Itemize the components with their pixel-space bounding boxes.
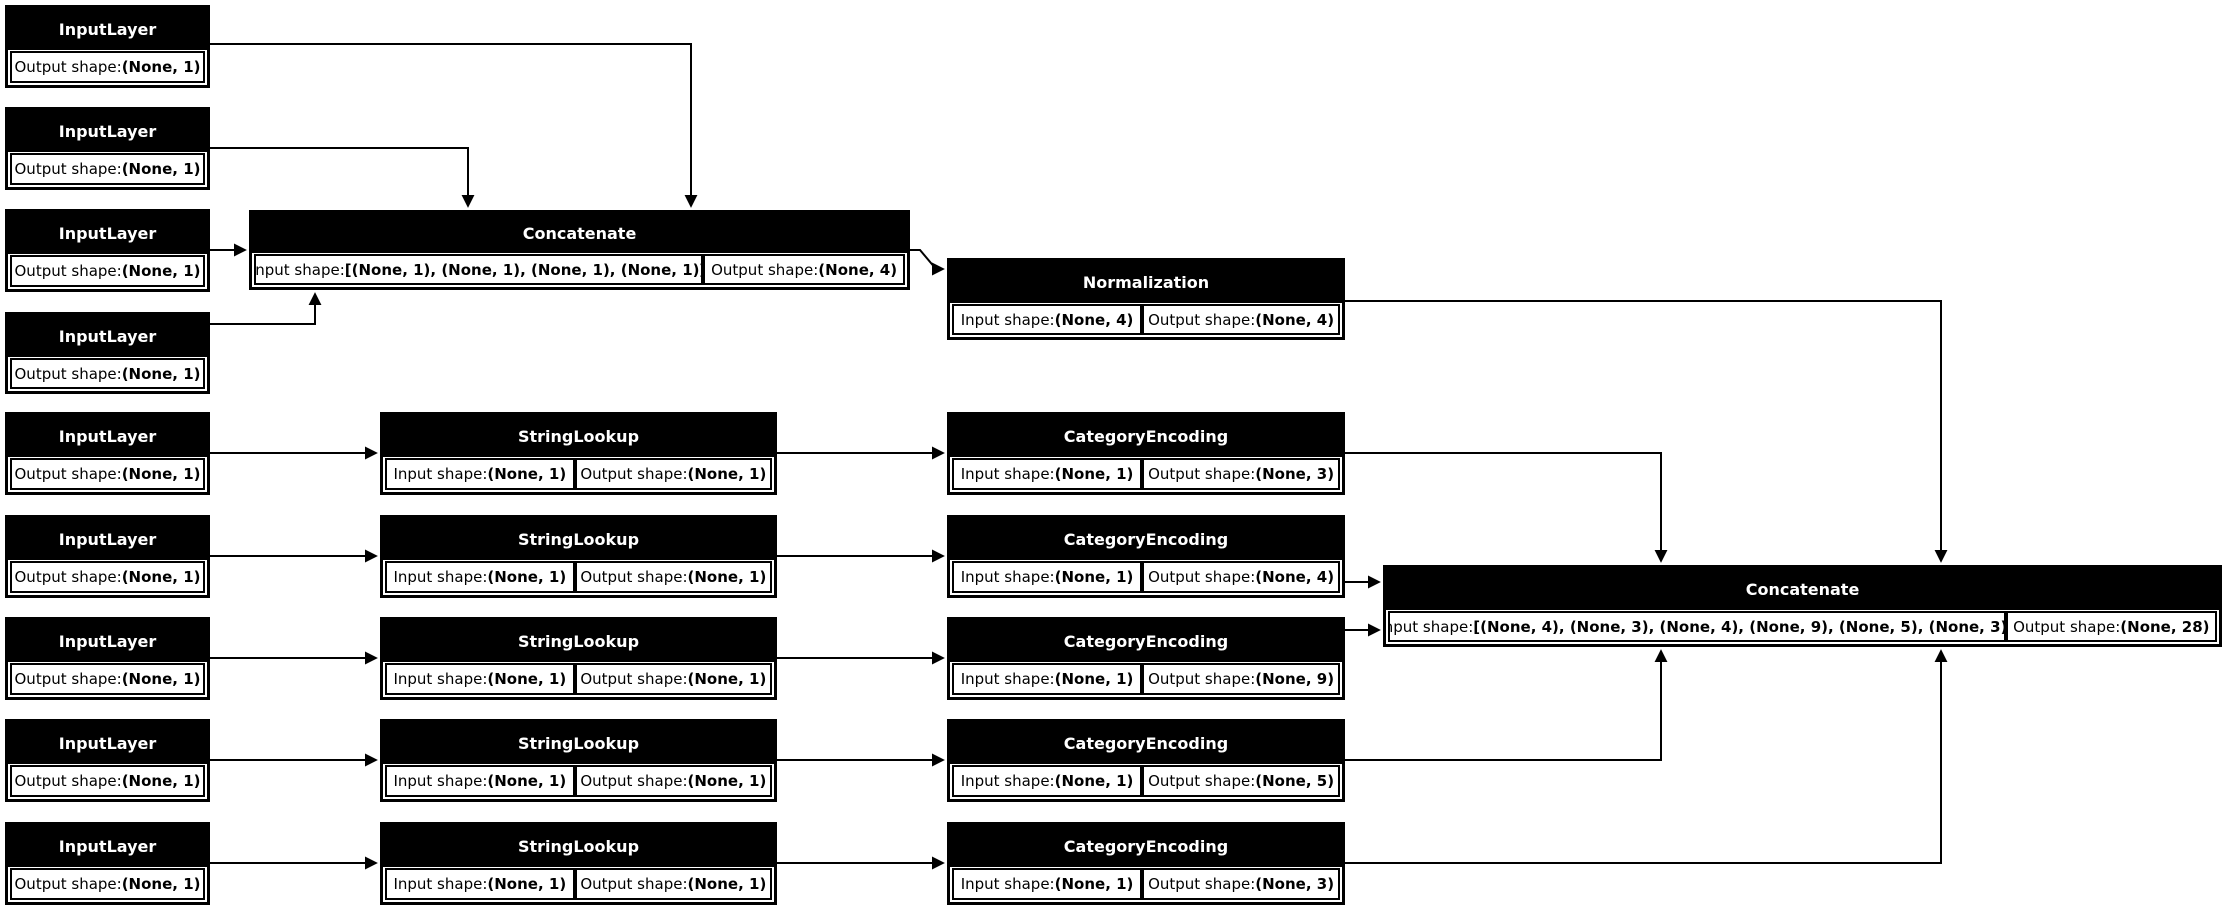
output-shape-cell: Output shape: (None, 4) (1142, 561, 1340, 593)
output-shape-cell: Output shape: (None, 1) (10, 153, 205, 185)
output-shape-cell: Output shape: (None, 4) (703, 254, 905, 285)
edge-categoryencoding4-to-concatenate2 (1345, 649, 1668, 761)
layer-title: StringLookup (383, 825, 774, 867)
layer-title: InputLayer (8, 315, 207, 357)
output-shape-cell: Output shape: (None, 1) (10, 458, 205, 490)
layer-title: InputLayer (8, 110, 207, 152)
output-shape-cell: Output shape: (None, 1) (10, 255, 205, 287)
layer-title: StringLookup (383, 518, 774, 560)
input-shape-cell: Input shape: (None, 1) (952, 765, 1143, 797)
layer-node-input-layer-5: InputLayer Output shape: (None, 1) (5, 412, 210, 495)
input-shape-cell: Input shape: (None, 1) (952, 561, 1143, 593)
input-shape-cell: Input shape: (None, 1) (952, 458, 1143, 490)
layer-node-input-layer-8: InputLayer Output shape: (None, 1) (5, 719, 210, 802)
output-shape-cell: Output shape: (None, 4) (1142, 304, 1340, 335)
output-shape-cell: Output shape: (None, 1) (10, 868, 205, 900)
edge-input4-to-concatenate1 (210, 292, 322, 325)
layer-node-category-encoding-1: CategoryEncoding Input shape: (None, 1) … (947, 412, 1345, 495)
layer-node-category-encoding-4: CategoryEncoding Input shape: (None, 1) … (947, 719, 1345, 802)
edge-normalization-to-concatenate2 (1345, 300, 1948, 563)
input-shape-cell: Input shape: (None, 1) (952, 663, 1143, 695)
layer-title: InputLayer (8, 518, 207, 560)
edge-concatenate1-to-normalization (910, 249, 945, 276)
layer-node-string-lookup-3: StringLookup Input shape: (None, 1) Outp… (380, 617, 777, 700)
layer-title: StringLookup (383, 415, 774, 457)
layer-node-string-lookup-1: StringLookup Input shape: (None, 1) Outp… (380, 412, 777, 495)
output-shape-cell: Output shape: (None, 9) (1142, 663, 1340, 695)
output-shape-cell: Output shape: (None, 1) (574, 561, 772, 593)
output-shape-cell: Output shape: (None, 1) (10, 561, 205, 593)
output-shape-cell: Output shape: (None, 3) (1142, 458, 1340, 490)
layer-node-input-layer-4: InputLayer Output shape: (None, 1) (5, 312, 210, 394)
layer-title: CategoryEncoding (950, 620, 1342, 662)
layer-title: Concatenate (1386, 568, 2219, 610)
output-shape-cell: Output shape: (None, 1) (574, 765, 772, 797)
layer-node-normalization: Normalization Input shape: (None, 4) Out… (947, 258, 1345, 340)
output-shape-cell: Output shape: (None, 5) (1142, 765, 1340, 797)
layer-node-input-layer-6: InputLayer Output shape: (None, 1) (5, 515, 210, 598)
layer-node-input-layer-3: InputLayer Output shape: (None, 1) (5, 209, 210, 292)
layer-title: Concatenate (252, 213, 907, 253)
output-shape-cell: Output shape: (None, 1) (10, 765, 205, 797)
layer-node-concatenate-2: Concatenate Input shape: [(None, 4), (No… (1383, 565, 2222, 647)
edge-input2-to-concatenate1 (210, 147, 475, 208)
input-shape-cell: Input shape: [(None, 4), (None, 3), (Non… (1388, 611, 2006, 642)
layer-title: CategoryEncoding (950, 722, 1342, 764)
input-shape-cell: Input shape: (None, 1) (385, 765, 575, 797)
output-shape-cell: Output shape: (None, 1) (10, 663, 205, 695)
output-shape-cell: Output shape: (None, 1) (574, 868, 772, 900)
output-shape-cell: Output shape: (None, 1) (574, 663, 772, 695)
edge-categoryencoding5-to-concatenate2 (1345, 649, 1948, 864)
input-shape-cell: Input shape: (None, 1) (385, 663, 575, 695)
layer-title: InputLayer (8, 8, 207, 50)
layer-node-input-layer-1: InputLayer Output shape: (None, 1) (5, 5, 210, 88)
layer-node-category-encoding-3: CategoryEncoding Input shape: (None, 1) … (947, 617, 1345, 700)
layer-node-category-encoding-2: CategoryEncoding Input shape: (None, 1) … (947, 515, 1345, 598)
layer-node-string-lookup-5: StringLookup Input shape: (None, 1) Outp… (380, 822, 777, 905)
layer-title: StringLookup (383, 722, 774, 764)
layer-title: InputLayer (8, 722, 207, 764)
input-shape-cell: Input shape: (None, 1) (385, 561, 575, 593)
layer-node-string-lookup-4: StringLookup Input shape: (None, 1) Outp… (380, 719, 777, 802)
layer-title: InputLayer (8, 825, 207, 867)
layer-title: CategoryEncoding (950, 518, 1342, 560)
input-shape-cell: Input shape: (None, 1) (385, 868, 575, 900)
layer-node-input-layer-7: InputLayer Output shape: (None, 1) (5, 617, 210, 700)
layer-title: CategoryEncoding (950, 415, 1342, 457)
layer-title: InputLayer (8, 212, 207, 254)
input-shape-cell: Input shape: (None, 1) (952, 868, 1143, 900)
output-shape-cell: Output shape: (None, 1) (10, 358, 205, 389)
output-shape-cell: Output shape: (None, 3) (1142, 868, 1340, 900)
layer-title: InputLayer (8, 620, 207, 662)
input-shape-cell: Input shape: (None, 1) (385, 458, 575, 490)
output-shape-cell: Output shape: (None, 1) (574, 458, 772, 490)
edge-input1-to-concatenate1 (210, 43, 698, 208)
layer-title: InputLayer (8, 415, 207, 457)
output-shape-cell: Output shape: (None, 28) (2005, 611, 2217, 642)
edge-categoryencoding1-to-concatenate2 (1345, 452, 1668, 563)
output-shape-cell: Output shape: (None, 1) (10, 51, 205, 83)
layer-title: StringLookup (383, 620, 774, 662)
layer-title: CategoryEncoding (950, 825, 1342, 867)
layer-node-input-layer-9: InputLayer Output shape: (None, 1) (5, 822, 210, 905)
layer-node-string-lookup-2: StringLookup Input shape: (None, 1) Outp… (380, 515, 777, 598)
layer-node-input-layer-2: InputLayer Output shape: (None, 1) (5, 107, 210, 190)
input-shape-cell: Input shape: [(None, 1), (None, 1), (Non… (254, 254, 704, 285)
layer-node-category-encoding-5: CategoryEncoding Input shape: (None, 1) … (947, 822, 1345, 905)
layer-title: Normalization (950, 261, 1342, 303)
layer-node-concatenate-1: Concatenate Input shape: [(None, 1), (No… (249, 210, 910, 290)
input-shape-cell: Input shape: (None, 4) (952, 304, 1143, 335)
